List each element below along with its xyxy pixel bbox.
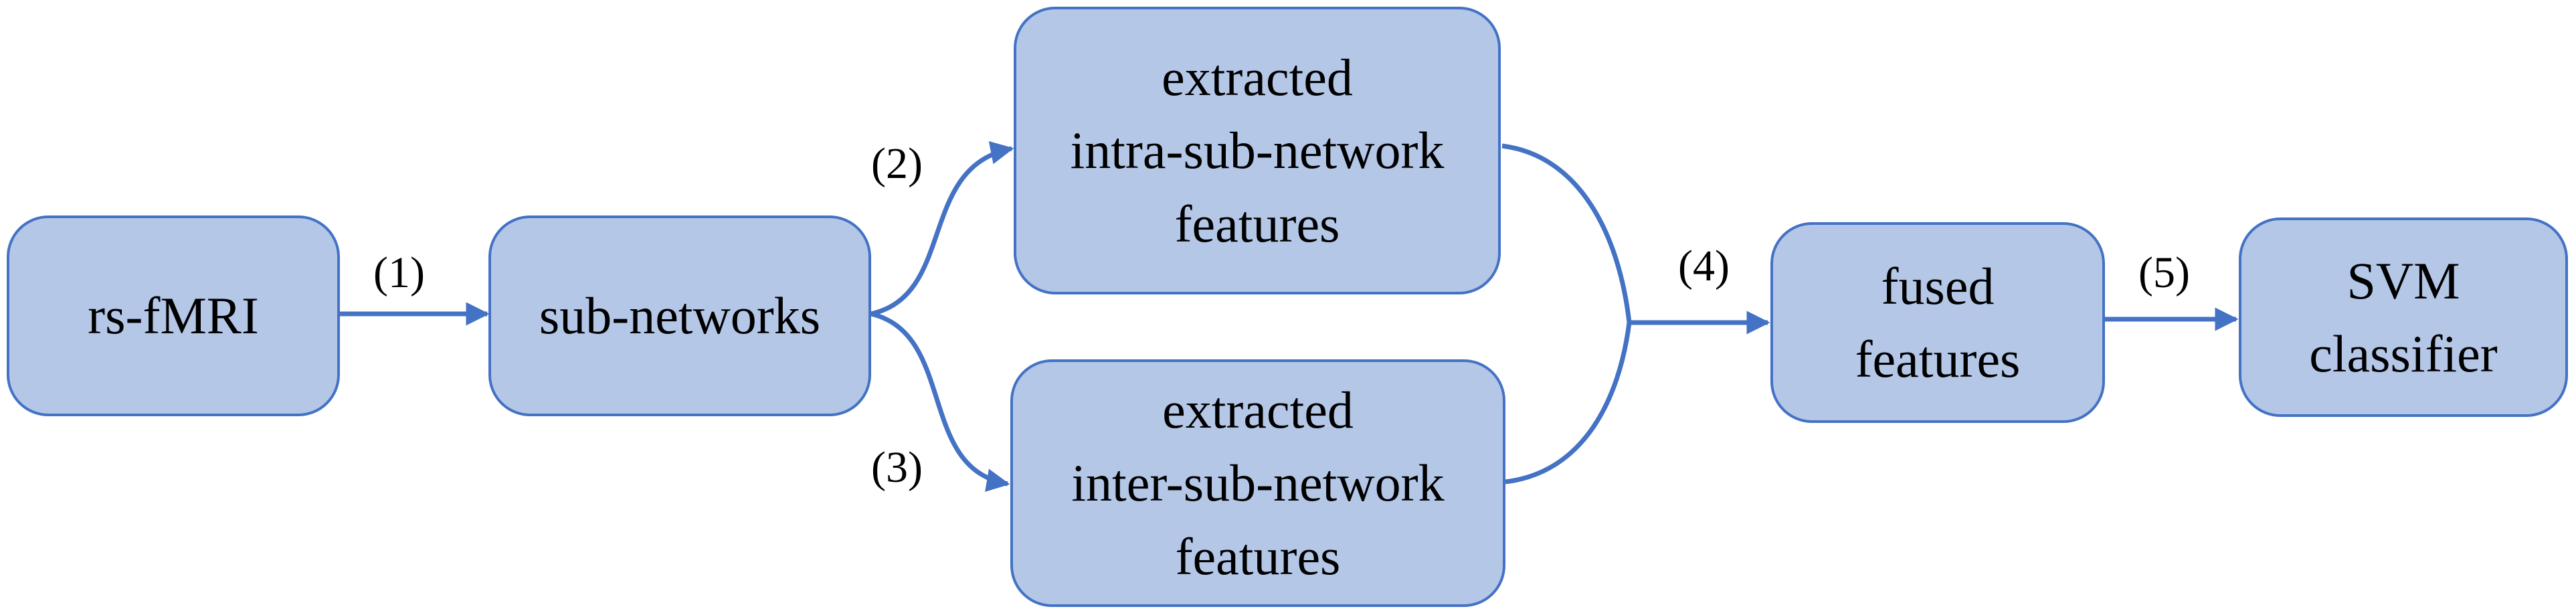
step-label-1: (1) [373, 248, 425, 297]
node-inter-line-1: extracted [1162, 381, 1354, 440]
node-rs-fmri-label: rs-fMRI [88, 286, 259, 345]
node-svm-line-1: SVM [2347, 251, 2460, 310]
step-label-3: (3) [871, 443, 923, 492]
node-intra-line-1: extracted [1162, 48, 1353, 107]
node-intra-features: extracted intra-sub-network features [1014, 7, 1501, 294]
step-label-4: (4) [1678, 242, 1730, 290]
node-svm-classifier: SVM classifier [2239, 217, 2568, 417]
edge-inter-to-fused [1505, 322, 1632, 485]
node-inter-line-3: features [1175, 527, 1341, 586]
step-label-2: (2) [871, 139, 923, 188]
node-intra-line-2: intra-sub-network [1070, 121, 1445, 180]
edge-intra-to-fused [1501, 143, 1632, 323]
node-svm-line-2: classifier [2309, 325, 2498, 383]
node-fused-features: fused features [1770, 222, 2105, 423]
node-sub-networks-label: sub-networks [539, 286, 821, 345]
step-label-5: (5) [2138, 248, 2190, 297]
node-intra-line-3: features [1174, 194, 1340, 253]
node-inter-features: extracted inter-sub-network features [1010, 359, 1505, 607]
node-fused-line-1: fused [1881, 256, 1995, 315]
edge-subnetworks-to-intra [870, 141, 1014, 317]
node-fused-line-2: features [1855, 330, 2021, 388]
node-sub-networks: sub-networks [488, 215, 871, 416]
edge-subnetworks-to-inter [870, 311, 1010, 492]
node-rs-fmri: rs-fMRI [7, 215, 340, 416]
node-inter-line-2: inter-sub-network [1071, 454, 1445, 513]
